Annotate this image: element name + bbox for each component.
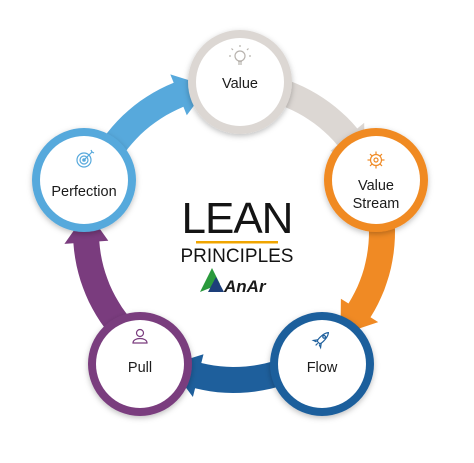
brand-logo: AnAr	[200, 268, 267, 296]
step-perfection: Perfection	[32, 128, 136, 232]
arrow-from-value-stream	[340, 215, 395, 335]
brand-mark-icon	[200, 268, 224, 292]
step-value-stream: Value Stream	[324, 128, 428, 232]
center-title: LEAN	[182, 194, 293, 243]
step-perfection-label: Perfection	[51, 184, 116, 200]
step-value-label: Value	[222, 76, 258, 92]
title-underline	[196, 241, 278, 244]
person-icon	[132, 328, 148, 344]
step-pull-label: Pull	[128, 360, 152, 376]
step-perfection-disc	[40, 136, 128, 224]
step-flow: Flow	[270, 312, 374, 416]
step-value-stream-label-line2: Stream	[353, 196, 400, 212]
step-value: Value	[188, 30, 292, 134]
gear-icon	[367, 151, 385, 169]
target-icon	[76, 149, 95, 168]
brand-name: AnAr	[223, 277, 267, 296]
step-pull-disc	[96, 320, 184, 408]
step-value-stream-label-line1: Value	[358, 178, 394, 194]
arrow-from-pull	[64, 211, 134, 340]
step-value-stream-disc	[332, 136, 420, 224]
step-value-disc	[196, 38, 284, 126]
arrow-from-flow	[169, 354, 300, 397]
lightbulb-icon	[229, 45, 251, 65]
center-subtitle: PRINCIPLES	[181, 246, 294, 267]
rocket-icon	[311, 332, 329, 350]
step-flow-label: Flow	[307, 360, 338, 376]
step-pull: Pull	[88, 312, 192, 416]
arrow-from-perfection	[94, 74, 209, 165]
cycle-arrows	[64, 74, 395, 397]
step-flow-disc	[278, 320, 366, 408]
